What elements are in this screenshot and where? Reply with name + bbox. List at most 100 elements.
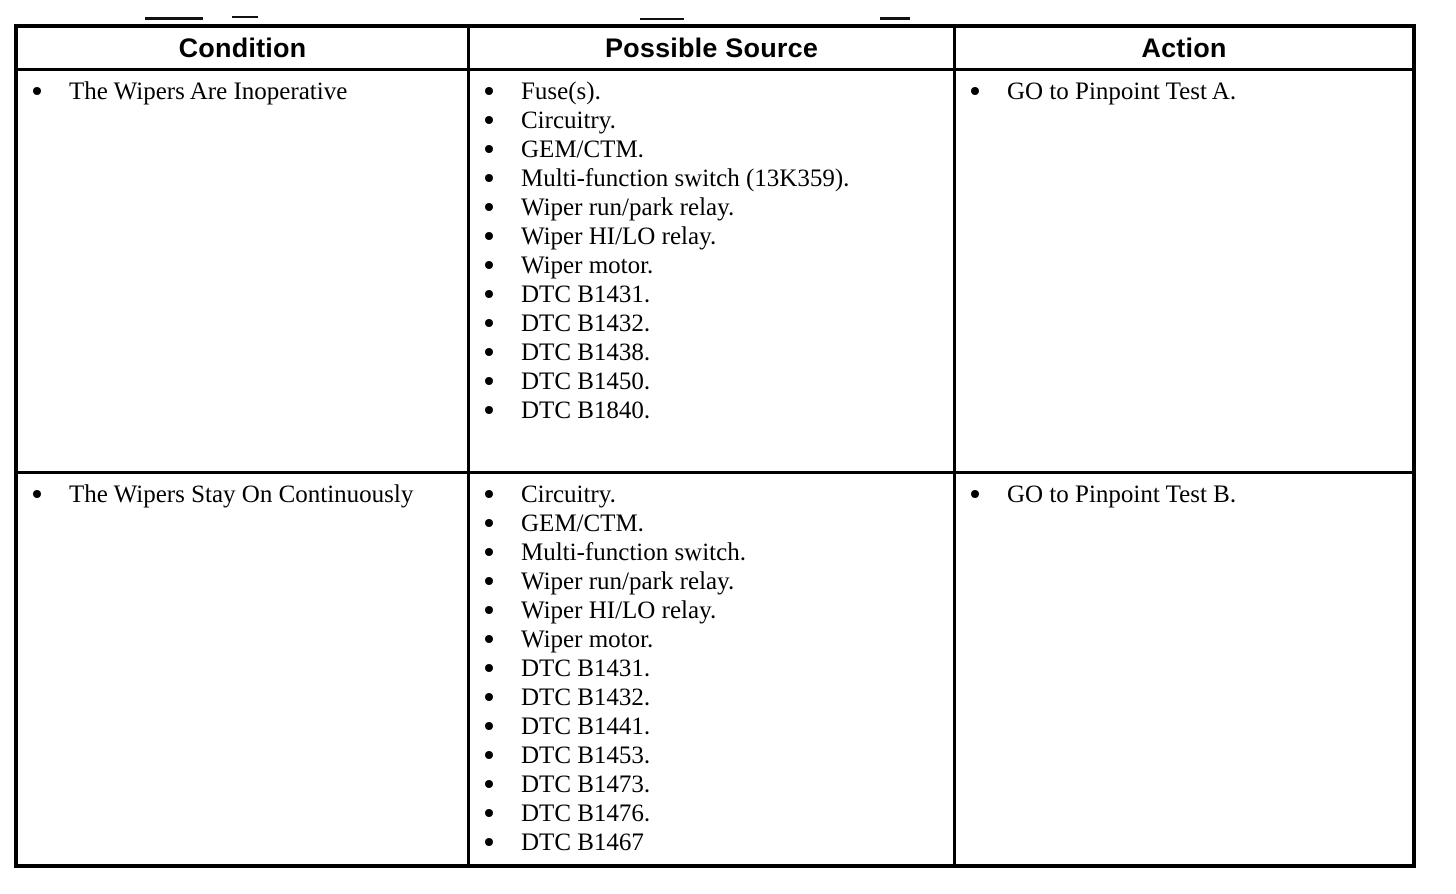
bullet-icon [485, 406, 493, 414]
source-item: Wiper HI/LO relay. [485, 596, 947, 625]
source-text: DTC B1450. [521, 368, 651, 395]
bullet-icon [485, 519, 493, 527]
scan-artifact [640, 18, 684, 20]
condition-cell-row2: The Wipers Stay On Continuously [18, 471, 467, 864]
bullet-icon [485, 635, 493, 643]
source-text: DTC B1432. [521, 684, 651, 711]
source-item: DTC B1453. [485, 741, 947, 770]
source-text: Wiper run/park relay. [521, 194, 735, 221]
sources-list: Circuitry. GEM/CTM. Multi-function switc… [470, 474, 953, 863]
bullet-icon [485, 548, 493, 556]
condition-text: The Wipers Stay On Continuously [69, 481, 414, 508]
bullet-icon [485, 809, 493, 817]
source-item: Wiper run/park relay. [485, 567, 947, 596]
column-header-condition: Condition [178, 33, 307, 63]
bullet-icon [485, 232, 493, 240]
sources-cell-row2: Circuitry. GEM/CTM. Multi-function switc… [467, 471, 953, 864]
source-text: Wiper motor. [521, 252, 654, 279]
source-item: Multi-function switch (13K359). [485, 164, 947, 193]
action-item: GO to Pinpoint Test A. [971, 77, 1406, 106]
source-item: GEM/CTM. [485, 509, 947, 538]
condition-item: The Wipers Stay On Continuously [33, 480, 461, 509]
bullet-icon [485, 577, 493, 585]
source-item: DTC B1431. [485, 280, 947, 309]
bullet-icon [485, 348, 493, 356]
source-text: Circuitry. [521, 481, 616, 508]
bullet-icon [485, 261, 493, 269]
source-item: Wiper motor. [485, 251, 947, 280]
bullet-icon [485, 664, 493, 672]
source-text: DTC B1467 [521, 829, 644, 856]
bullet-icon [971, 87, 979, 95]
source-item: DTC B1467 [485, 828, 947, 857]
source-item: Wiper motor. [485, 625, 947, 654]
bullet-icon [33, 490, 41, 498]
scan-artifact [880, 17, 910, 20]
source-text: Wiper HI/LO relay. [521, 597, 717, 624]
bullet-icon [485, 490, 493, 498]
source-text: DTC B1431. [521, 655, 651, 682]
source-text: Fuse(s). [521, 78, 601, 105]
bullet-icon [971, 490, 979, 498]
bullet-icon [485, 751, 493, 759]
column-header-action: Action [953, 28, 1412, 68]
action-list: GO to Pinpoint Test A. [956, 71, 1412, 112]
source-item: DTC B1432. [485, 309, 947, 338]
source-text: Wiper run/park relay. [521, 568, 735, 595]
action-cell-row1: GO to Pinpoint Test A. [953, 68, 1412, 471]
source-item: DTC B1432. [485, 683, 947, 712]
source-text: DTC B1840. [521, 397, 651, 424]
bullet-icon [485, 203, 493, 211]
bullet-icon [485, 693, 493, 701]
source-text: DTC B1441. [521, 713, 651, 740]
source-text: Circuitry. [521, 107, 616, 134]
source-text: GEM/CTM. [521, 510, 644, 537]
source-text: Multi-function switch (13K359). [521, 165, 850, 192]
action-text: GO to Pinpoint Test A. [1007, 78, 1237, 105]
scan-artifact [232, 16, 258, 18]
source-item: Wiper HI/LO relay. [485, 222, 947, 251]
bullet-icon [485, 145, 493, 153]
scan-artifact [145, 17, 203, 20]
source-text: Multi-function switch. [521, 539, 746, 566]
source-item: DTC B1840. [485, 396, 947, 425]
action-cell-row2: GO to Pinpoint Test B. [953, 471, 1412, 864]
source-item: DTC B1438. [485, 338, 947, 367]
condition-list: The Wipers Are Inoperative [18, 71, 467, 112]
bullet-icon [33, 87, 41, 95]
condition-item: The Wipers Are Inoperative [33, 77, 461, 106]
source-text: DTC B1473. [521, 771, 651, 798]
bullet-icon [485, 87, 493, 95]
source-item: DTC B1476. [485, 799, 947, 828]
source-item: DTC B1450. [485, 367, 947, 396]
source-item: DTC B1441. [485, 712, 947, 741]
sources-list: Fuse(s). Circuitry. GEM/CTM. Multi-funct… [470, 71, 953, 431]
source-text: DTC B1438. [521, 339, 651, 366]
source-text: DTC B1431. [521, 281, 651, 308]
source-item: Circuitry. [485, 480, 947, 509]
source-text: DTC B1453. [521, 742, 651, 769]
bullet-icon [485, 116, 493, 124]
bullet-icon [485, 722, 493, 730]
bullet-icon [485, 838, 493, 846]
column-header-possible-source: Possible Source [467, 28, 953, 68]
source-text: DTC B1476. [521, 800, 651, 827]
source-text: GEM/CTM. [521, 136, 644, 163]
source-item: DTC B1473. [485, 770, 947, 799]
action-item: GO to Pinpoint Test B. [971, 480, 1406, 509]
bullet-icon [485, 319, 493, 327]
source-text: DTC B1432. [521, 310, 651, 337]
action-list: GO to Pinpoint Test B. [956, 474, 1412, 515]
bullet-icon [485, 377, 493, 385]
source-item: Circuitry. [485, 106, 947, 135]
sources-cell-row1: Fuse(s). Circuitry. GEM/CTM. Multi-funct… [467, 68, 953, 471]
bullet-icon [485, 174, 493, 182]
condition-cell-row1: The Wipers Are Inoperative [18, 68, 467, 471]
source-item: Multi-function switch. [485, 538, 947, 567]
condition-text: The Wipers Are Inoperative [69, 78, 348, 105]
action-text: GO to Pinpoint Test B. [1007, 481, 1237, 508]
troubleshooting-table: Condition Possible Source Action The Wip… [14, 24, 1416, 868]
source-item: Wiper run/park relay. [485, 193, 947, 222]
source-item: GEM/CTM. [485, 135, 947, 164]
